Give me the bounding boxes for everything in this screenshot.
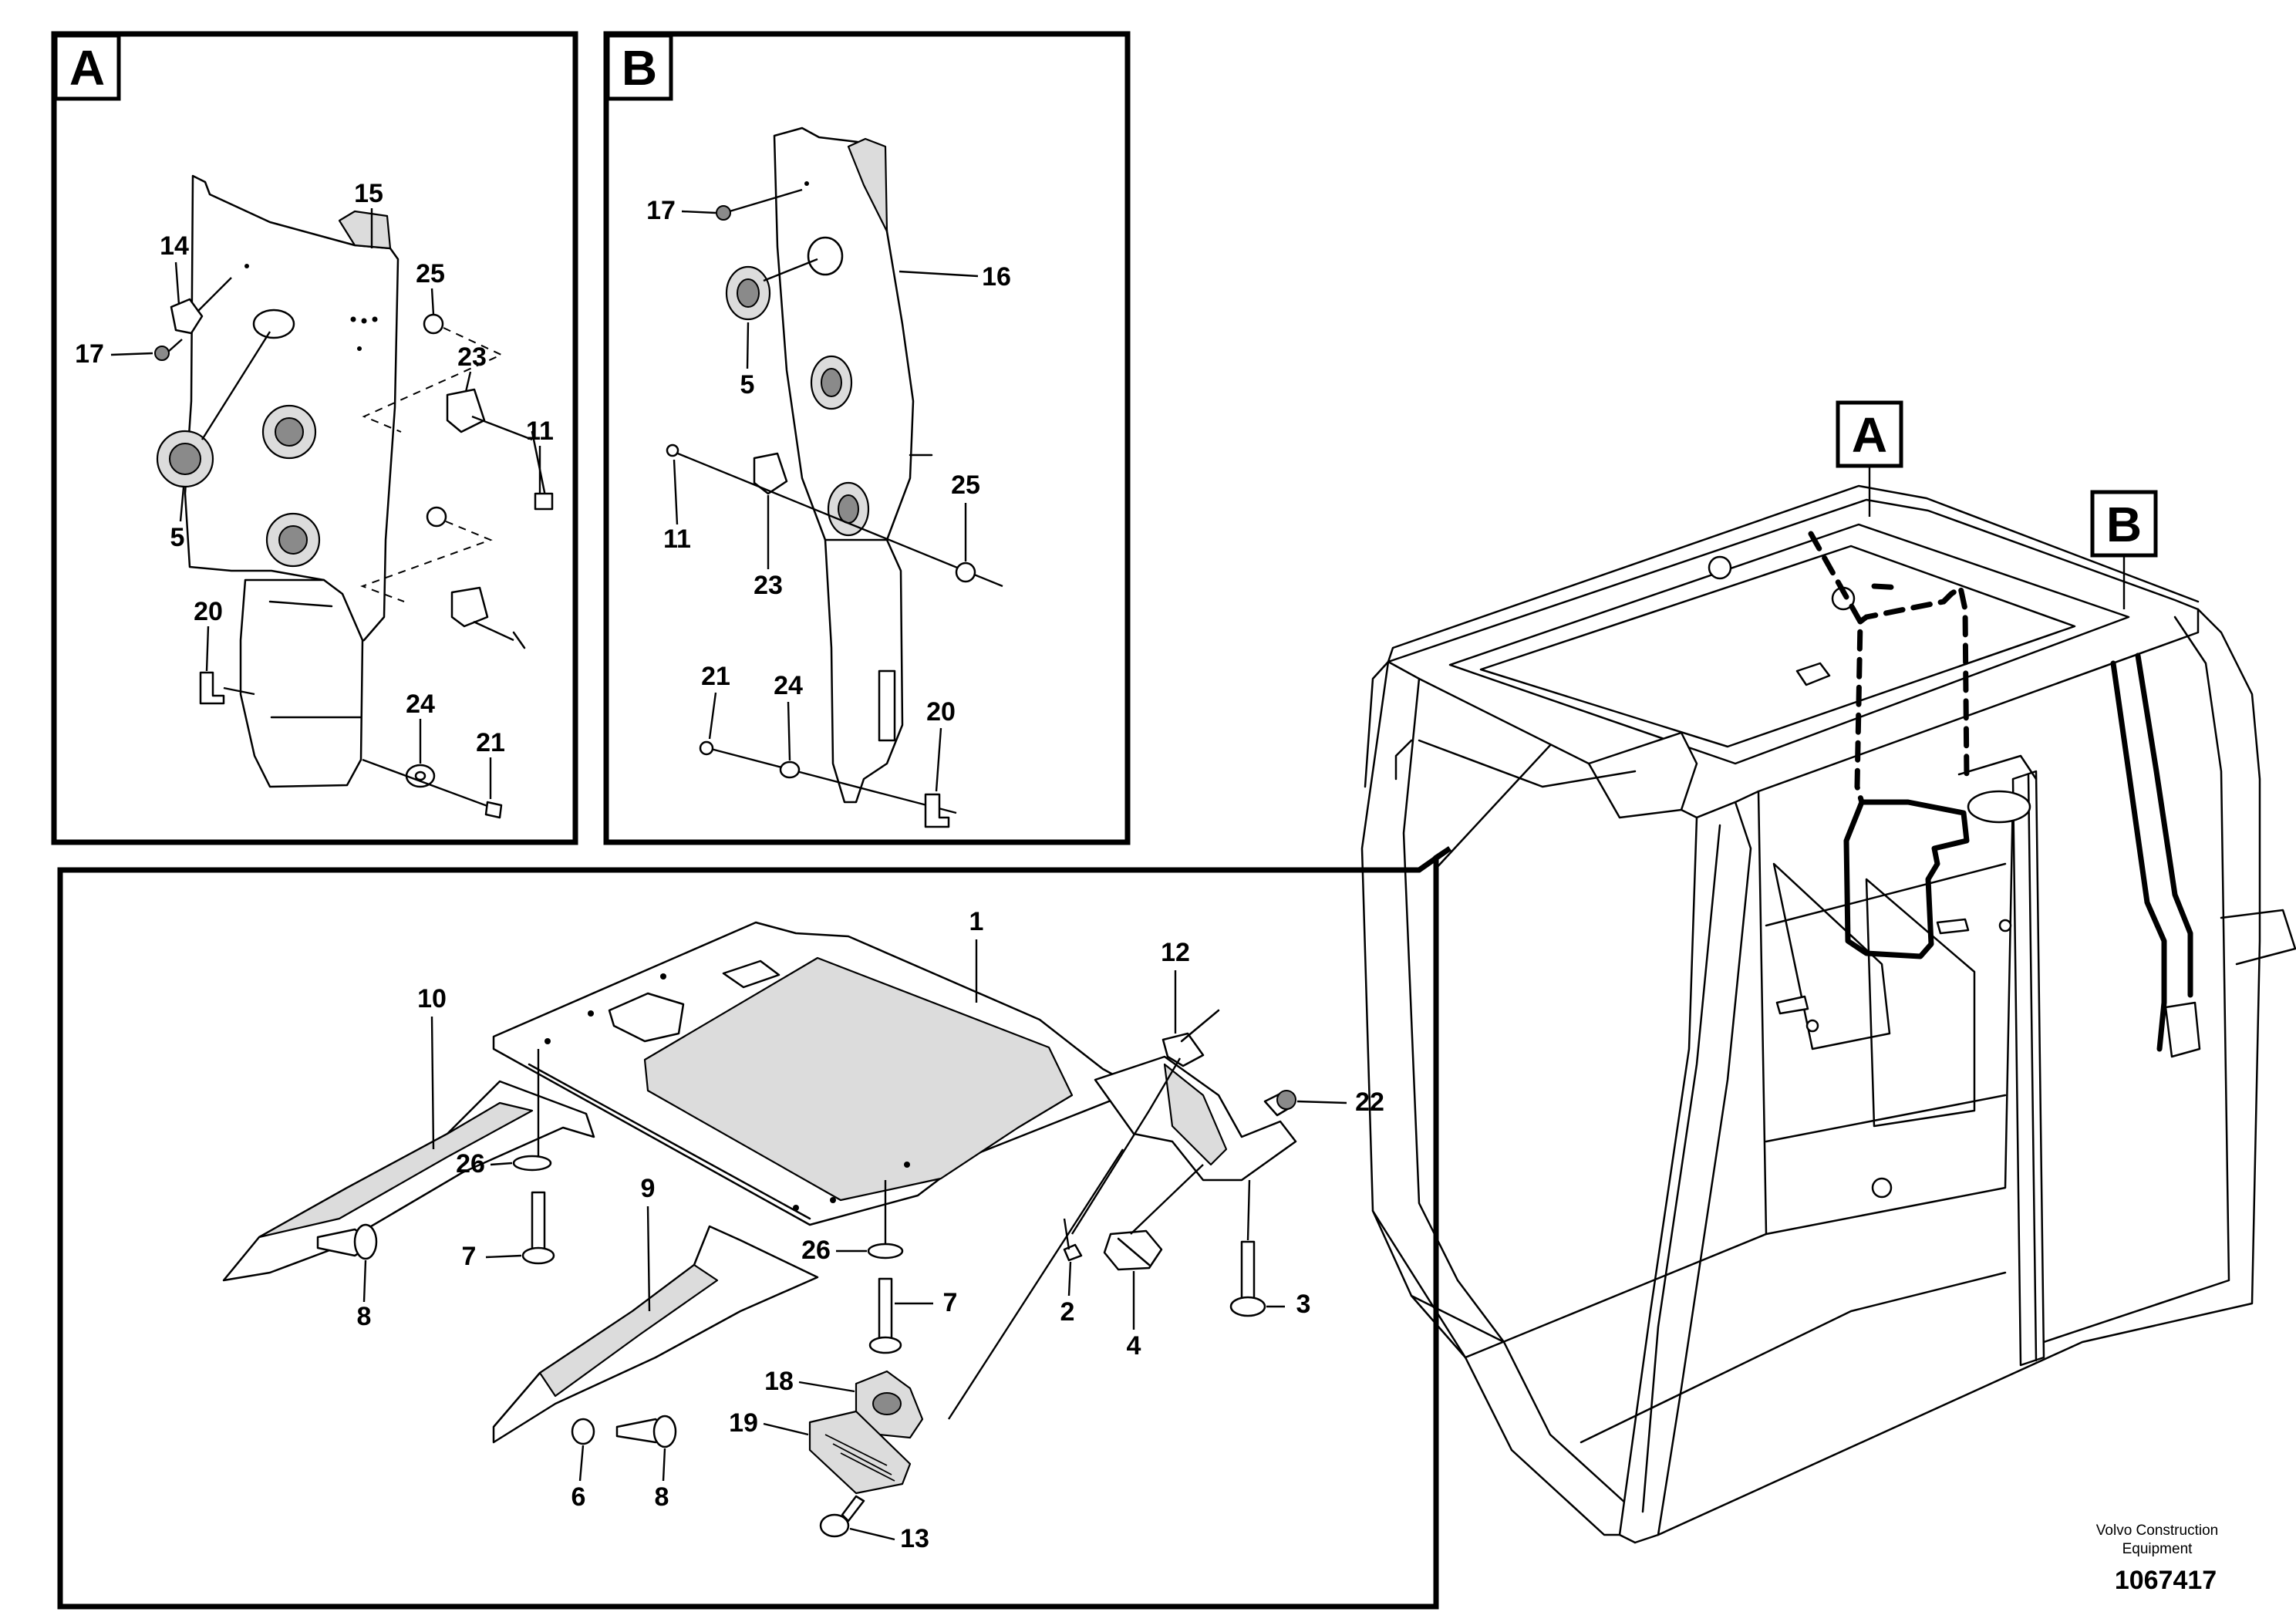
callout-b-5: 5 (740, 370, 755, 400)
roof-headliner (492, 921, 1141, 1226)
pillar-trim-b (773, 126, 933, 804)
clip-and-screw-a (154, 277, 232, 361)
panel-b-tag: B (622, 40, 657, 96)
callout-main-8-left: 8 (357, 1302, 372, 1331)
callout-main-9: 9 (641, 1174, 656, 1203)
callout-b-11: 11 (663, 524, 691, 554)
callout-a-23: 23 (457, 342, 487, 372)
callout-main-19: 19 (729, 1408, 758, 1438)
callout-a-17: 17 (75, 339, 104, 369)
clip-20-a (199, 671, 255, 705)
callout-main-7-left: 7 (462, 1242, 477, 1271)
callout-a-21: 21 (476, 728, 505, 757)
callout-b-20: 20 (926, 697, 956, 727)
panel-b-tag-box (605, 33, 673, 101)
main-panel-frame (57, 846, 1452, 1610)
svg-text:A: A (1852, 407, 1887, 463)
callout-main-18: 18 (764, 1367, 794, 1396)
callouts-a: 15 14 25 17 23 11 5 20 24 21 (75, 179, 554, 799)
svg-text:B: B (2106, 497, 2142, 552)
clip-23-b (666, 443, 1003, 588)
callout-b-21: 21 (701, 662, 730, 691)
vent-b (725, 258, 818, 321)
callout-b-25: 25 (951, 470, 980, 500)
callout-main-6: 6 (571, 1482, 586, 1512)
cab-marker-b: B (2090, 490, 2158, 609)
callout-main-2: 2 (1060, 1297, 1075, 1327)
callout-main-1: 1 (969, 907, 984, 936)
callout-main-8-right: 8 (655, 1482, 669, 1512)
callouts-b: 17 16 5 25 11 23 21 24 20 (646, 196, 1011, 792)
cab-pillar-b-highlight (2110, 653, 2193, 1052)
panel-a-tag: A (69, 40, 105, 96)
doc-number: 1067417 (2115, 1566, 2217, 1595)
callout-main-4: 4 (1127, 1331, 1141, 1361)
side-trim-9 (492, 1225, 819, 1444)
air-vent-a (156, 331, 271, 488)
rear-bracket (1094, 1055, 1297, 1182)
washer-bolt-a (362, 758, 503, 819)
pillar-trim-a (184, 174, 400, 788)
panel-a-frame (51, 31, 578, 845)
panel-a-tag-box (53, 33, 121, 101)
callout-a-14: 14 (160, 231, 189, 261)
callout-b-16: 16 (982, 262, 1011, 292)
callout-main-13: 13 (900, 1524, 929, 1553)
panel-b-frame (603, 31, 1131, 845)
nuts-and-clips-a (360, 313, 554, 649)
clip-12 (1161, 1009, 1220, 1067)
callout-a-11: 11 (526, 416, 554, 446)
callout-a-25: 25 (416, 259, 445, 288)
callout-a-20: 20 (194, 597, 223, 626)
main-panel: 1 12 10 22 26 9 26 7 7 8 2 4 3 (57, 846, 1452, 1610)
main-fasteners (316, 1049, 1266, 1538)
callout-main-7-mid: 7 (943, 1288, 958, 1317)
panel-b: B (603, 31, 1131, 845)
callout-a-15: 15 (354, 179, 383, 208)
footer: Volvo Construction Equipment 1067417 (2096, 1523, 2218, 1595)
washer-bolt-b (699, 740, 957, 828)
callout-main-3: 3 (1296, 1290, 1311, 1319)
callout-main-26-left: 26 (456, 1149, 485, 1179)
panel-a: A (51, 31, 578, 845)
cab-frame: A B (1360, 400, 2296, 1544)
credit-line-1: Volvo Construction (2096, 1523, 2218, 1539)
side-trim-10 (222, 1080, 595, 1282)
credit-line-2: Equipment (2122, 1541, 2193, 1557)
callout-a-5: 5 (170, 523, 185, 552)
callout-b-17: 17 (646, 196, 676, 225)
cab-marker-a: A (1836, 400, 1903, 517)
callout-b-24: 24 (774, 671, 803, 700)
callout-main-10: 10 (417, 984, 447, 1013)
screw-17-b (716, 188, 803, 221)
callout-a-24: 24 (406, 690, 435, 719)
callout-b-23: 23 (754, 571, 783, 600)
callout-main-12: 12 (1161, 938, 1190, 967)
callout-main-26-mid: 26 (801, 1236, 831, 1265)
